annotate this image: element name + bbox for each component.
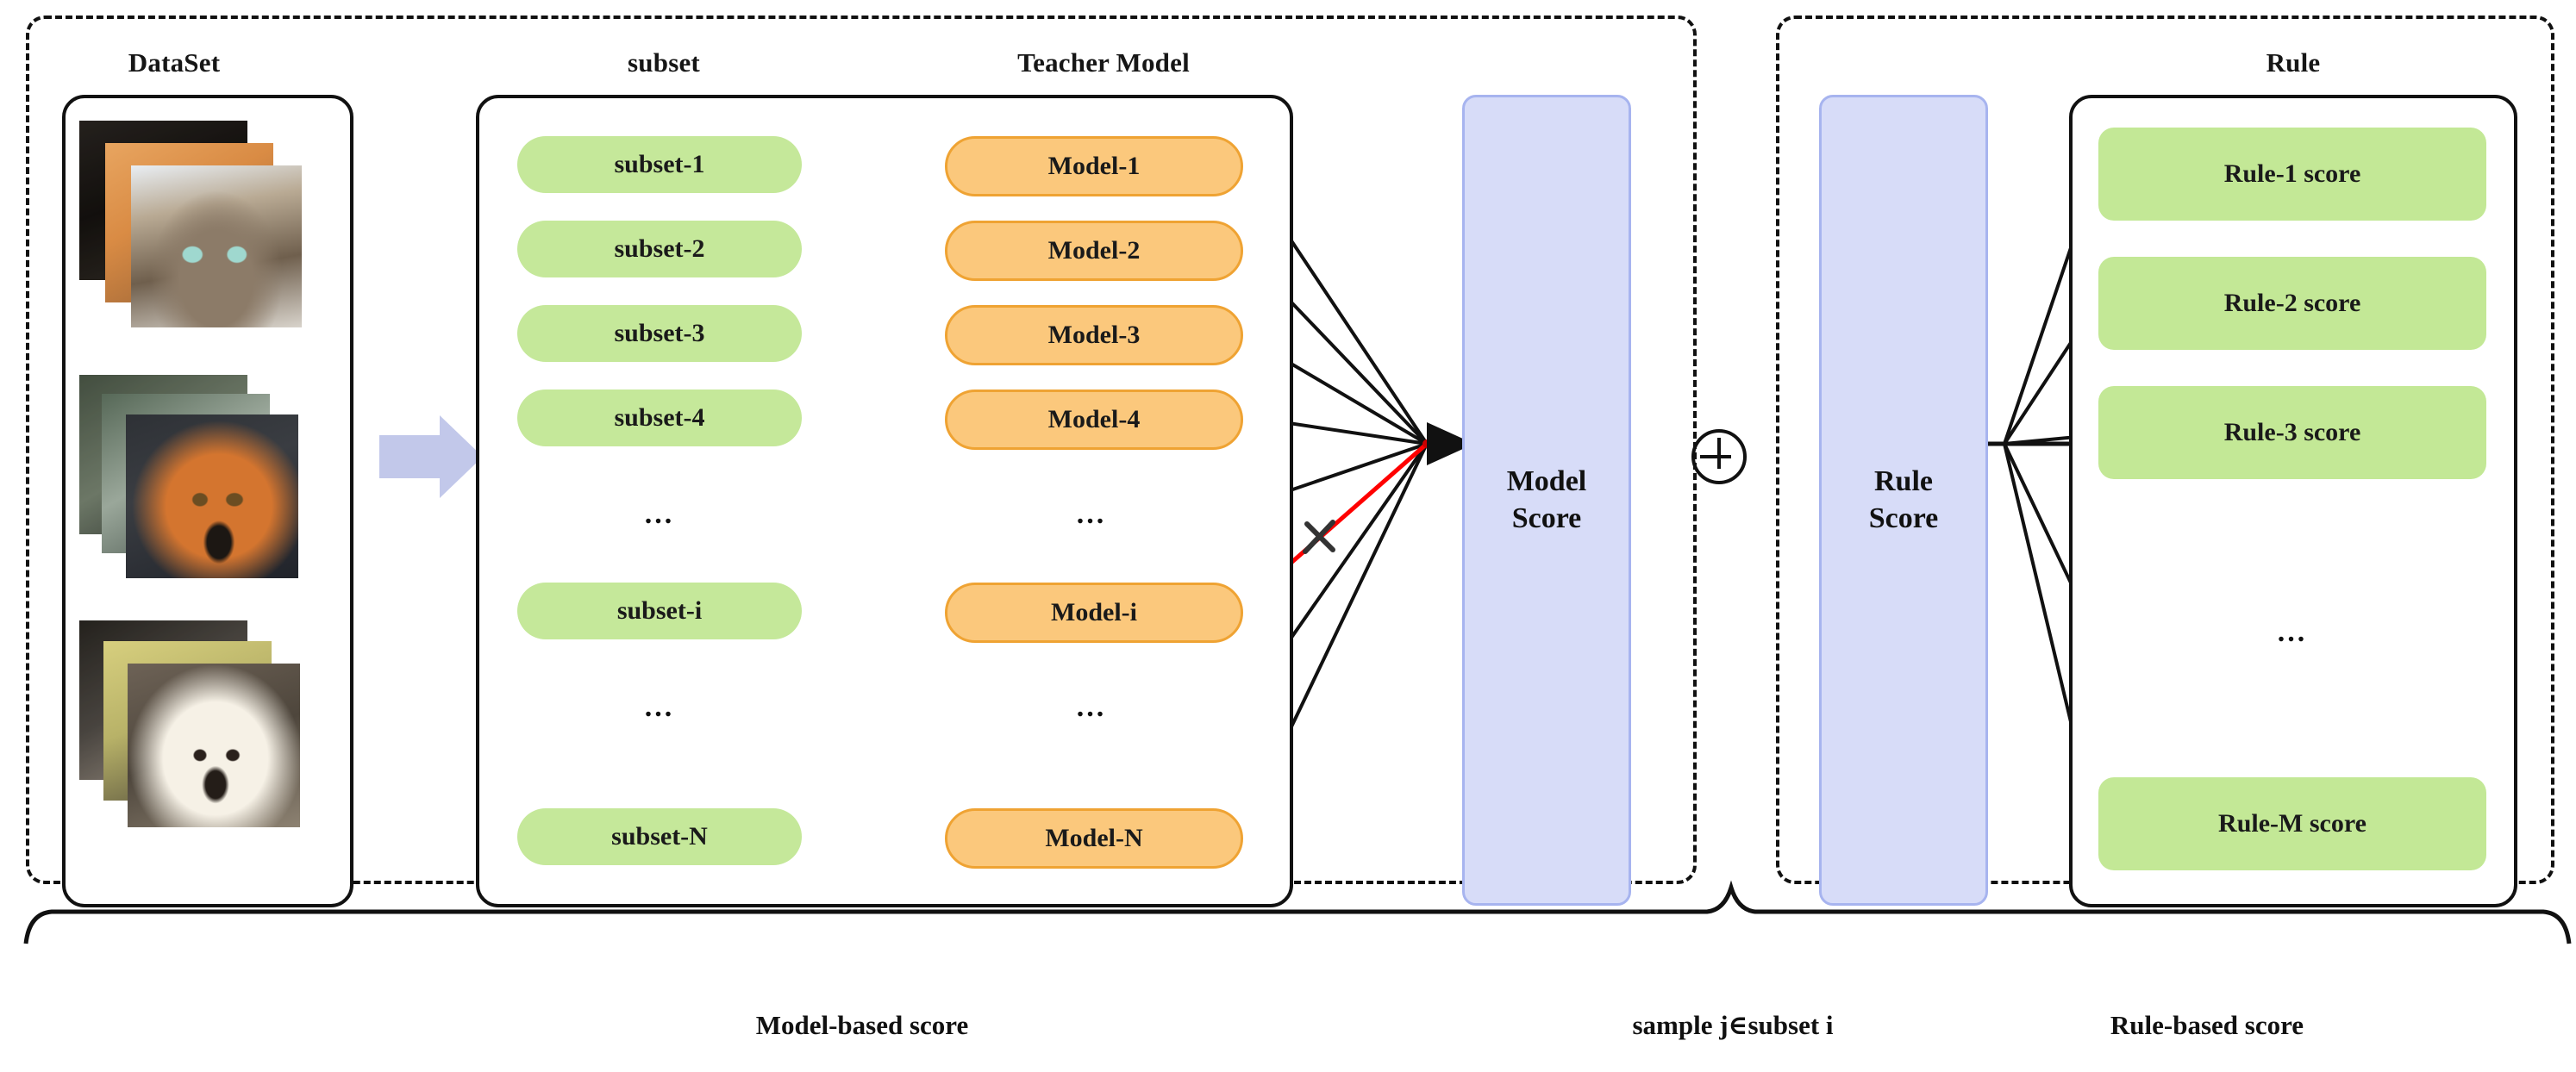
subset-item-label: subset-2 bbox=[614, 234, 705, 263]
subset-ellipsis-bottom: ... bbox=[644, 691, 675, 723]
fox-images bbox=[79, 375, 329, 582]
model-item-n[interactable]: Model-N bbox=[945, 808, 1243, 869]
thumb-front bbox=[131, 165, 302, 327]
dataset-caption: DataSet bbox=[128, 47, 221, 78]
rule-item-2[interactable]: Rule-2 score bbox=[2098, 257, 2486, 350]
rule-caption: Rule bbox=[2266, 47, 2321, 78]
model-score-line1: Model bbox=[1506, 465, 1587, 497]
subset-item-label: subset-3 bbox=[614, 319, 705, 347]
model-item-label: Model-N bbox=[1045, 824, 1143, 852]
cat-images bbox=[79, 121, 329, 327]
subset-item-label: subset-1 bbox=[614, 150, 705, 178]
model-item-i[interactable]: Model-i bbox=[945, 583, 1243, 643]
subset-item-4[interactable]: subset-4 bbox=[517, 390, 802, 446]
rule-item-label: Rule-M score bbox=[2218, 809, 2367, 838]
rule-item-label: Rule-2 score bbox=[2223, 289, 2361, 317]
subset-ellipsis-top: ... bbox=[644, 498, 675, 530]
model-ellipsis-top: ... bbox=[1076, 498, 1107, 530]
subset-item-3[interactable]: subset-3 bbox=[517, 305, 802, 362]
model-item-3[interactable]: Model-3 bbox=[945, 305, 1243, 365]
oplus-icon bbox=[1691, 429, 1747, 484]
thumb-front bbox=[128, 664, 300, 827]
rule-score-line2: Score bbox=[1868, 502, 1939, 534]
rule-item-m[interactable]: Rule-M score bbox=[2098, 777, 2486, 870]
model-item-label: Model-3 bbox=[1047, 321, 1141, 349]
sample-membership-note: sample j∈subset i bbox=[1632, 1010, 1834, 1040]
model-item-4[interactable]: Model-4 bbox=[945, 390, 1243, 450]
subset-item-label: subset-N bbox=[611, 822, 708, 851]
model-item-label: Model-2 bbox=[1047, 236, 1141, 265]
subset-item-1[interactable]: subset-1 bbox=[517, 136, 802, 193]
rule-item-label: Rule-3 score bbox=[2223, 418, 2361, 446]
subset-caption: subset bbox=[628, 47, 700, 78]
rule-score-box: Rule Score bbox=[1819, 95, 1988, 906]
model-based-score-label: Model-based score bbox=[755, 1010, 969, 1040]
thumb-front bbox=[126, 414, 298, 578]
subset-item-i[interactable]: subset-i bbox=[517, 583, 802, 639]
model-ellipsis-bottom: ... bbox=[1076, 691, 1107, 723]
model-item-label: Model-4 bbox=[1047, 405, 1141, 433]
rule-panel bbox=[2069, 95, 2517, 907]
model-score-box: Model Score bbox=[1462, 95, 1631, 906]
rule-ellipsis: ... bbox=[2277, 616, 2308, 648]
rule-based-score-label: Rule-based score bbox=[2110, 1010, 2304, 1040]
model-item-1[interactable]: Model-1 bbox=[945, 136, 1243, 196]
subset-item-label: subset-i bbox=[616, 596, 703, 625]
rule-item-1[interactable]: Rule-1 score bbox=[2098, 128, 2486, 221]
model-score-line2: Score bbox=[1511, 502, 1582, 534]
dog-images bbox=[79, 620, 329, 836]
subset-item-label: subset-4 bbox=[614, 403, 705, 432]
rule-item-3[interactable]: Rule-3 score bbox=[2098, 386, 2486, 479]
model-item-label: Model-1 bbox=[1047, 152, 1141, 180]
teacher-model-caption: Teacher Model bbox=[1017, 47, 1190, 78]
model-item-2[interactable]: Model-2 bbox=[945, 221, 1243, 281]
subset-item-2[interactable]: subset-2 bbox=[517, 221, 802, 277]
rule-score-line1: Rule bbox=[1874, 465, 1933, 497]
subset-item-n[interactable]: subset-N bbox=[517, 808, 802, 865]
model-item-label: Model-i bbox=[1051, 598, 1137, 626]
rule-item-label: Rule-1 score bbox=[2223, 159, 2361, 188]
